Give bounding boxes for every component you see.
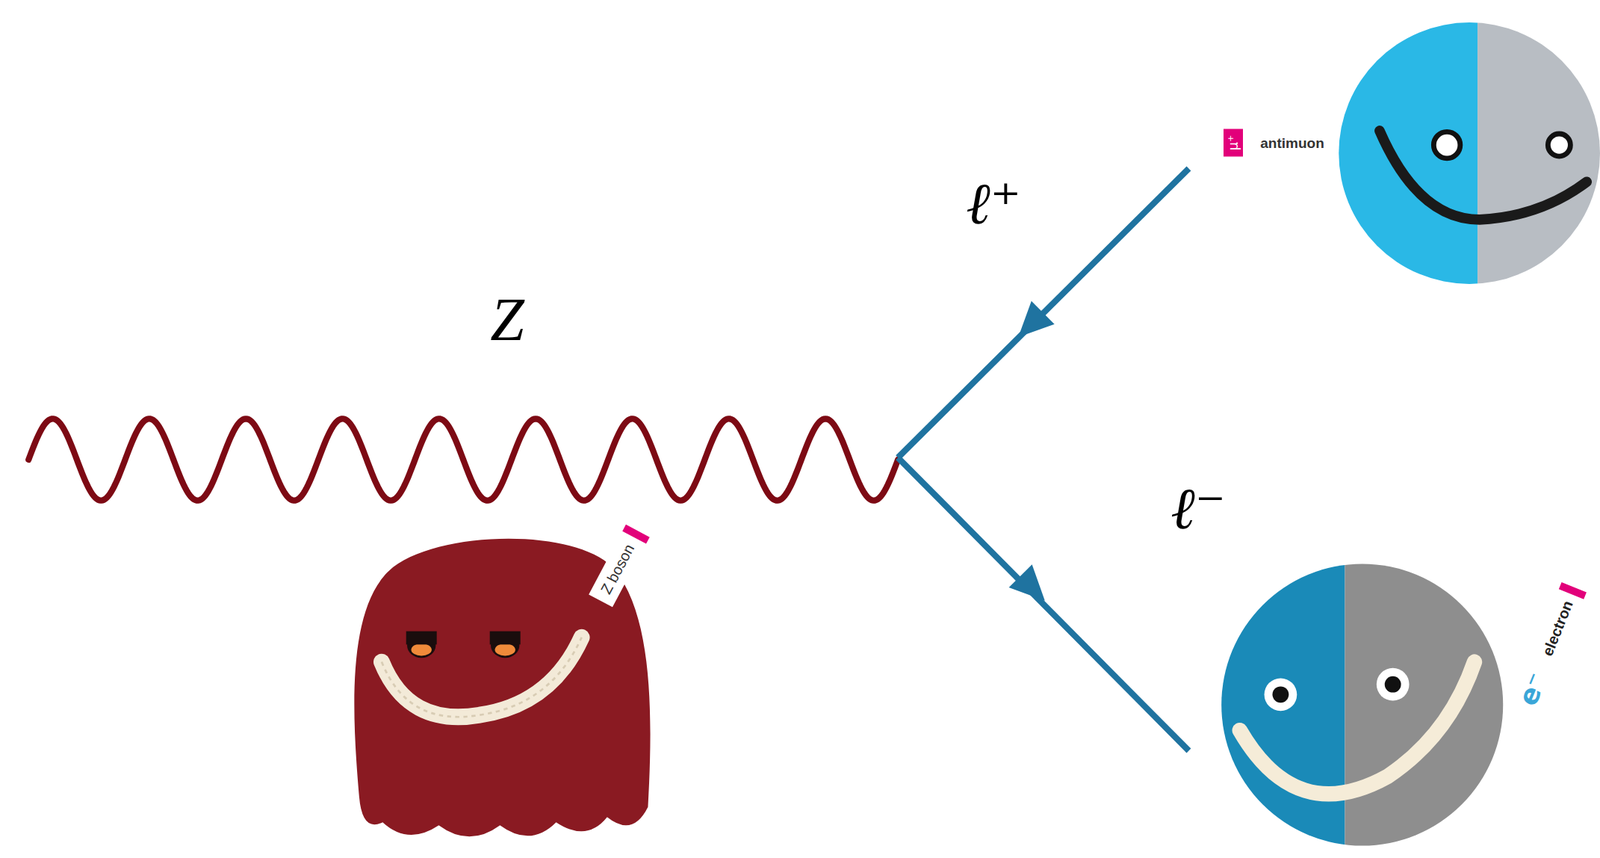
- particle-symbol: ℓ⁻: [1170, 478, 1226, 538]
- arrow-head: [1009, 563, 1046, 600]
- particle-symbol: Z: [490, 289, 525, 351]
- tag-name: antimuon: [1251, 128, 1334, 158]
- tag-name: electron: [1531, 581, 1587, 667]
- antilepton-line: [897, 168, 1189, 458]
- z-propagator: [28, 418, 898, 500]
- electron-plush: [1214, 556, 1509, 853]
- antimuon-plush: [1326, 10, 1600, 307]
- tag-symbol: e⁻: [1511, 664, 1555, 714]
- tag-symbol: μ⁺: [1223, 129, 1243, 157]
- lepton-line: [897, 457, 1189, 750]
- particle-symbol: ℓ⁺: [965, 174, 1022, 233]
- feynman-lines: [28, 168, 1189, 751]
- arrow-head: [1018, 301, 1054, 337]
